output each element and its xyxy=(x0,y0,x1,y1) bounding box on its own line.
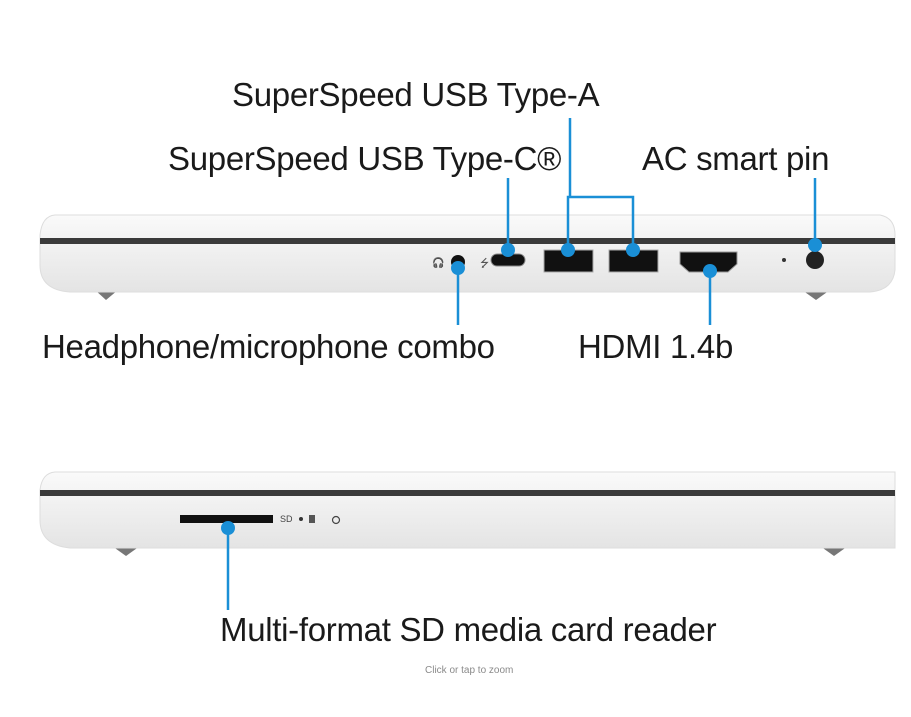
ac-port xyxy=(806,251,824,269)
label-usb-c: SuperSpeed USB Type-C® xyxy=(168,140,562,177)
callout-dots xyxy=(221,238,822,535)
label-hdmi: HDMI 1.4b xyxy=(578,328,734,365)
sd-marking: SD xyxy=(280,514,293,524)
label-ac-pin: AC smart pin xyxy=(642,140,830,177)
label-headphone: Headphone/microphone combo xyxy=(42,328,495,365)
callout-lines xyxy=(226,118,817,610)
label-usb-a: SuperSpeed USB Type-A xyxy=(232,76,600,113)
label-sd-reader: Multi-format SD media card reader xyxy=(220,611,717,648)
svg-text:⭍: ⭍ xyxy=(480,257,489,270)
zoom-hint[interactable]: Click or tap to zoom xyxy=(425,665,514,676)
laptop-left-side xyxy=(39,471,896,556)
sd-slot xyxy=(180,515,273,523)
lid-seam xyxy=(40,238,895,244)
power-icon xyxy=(331,515,341,525)
svg-text:🎧: 🎧 xyxy=(432,256,444,269)
laptop-right-side: 🎧 ⭍ xyxy=(39,214,896,300)
hdmi-port xyxy=(679,251,738,273)
